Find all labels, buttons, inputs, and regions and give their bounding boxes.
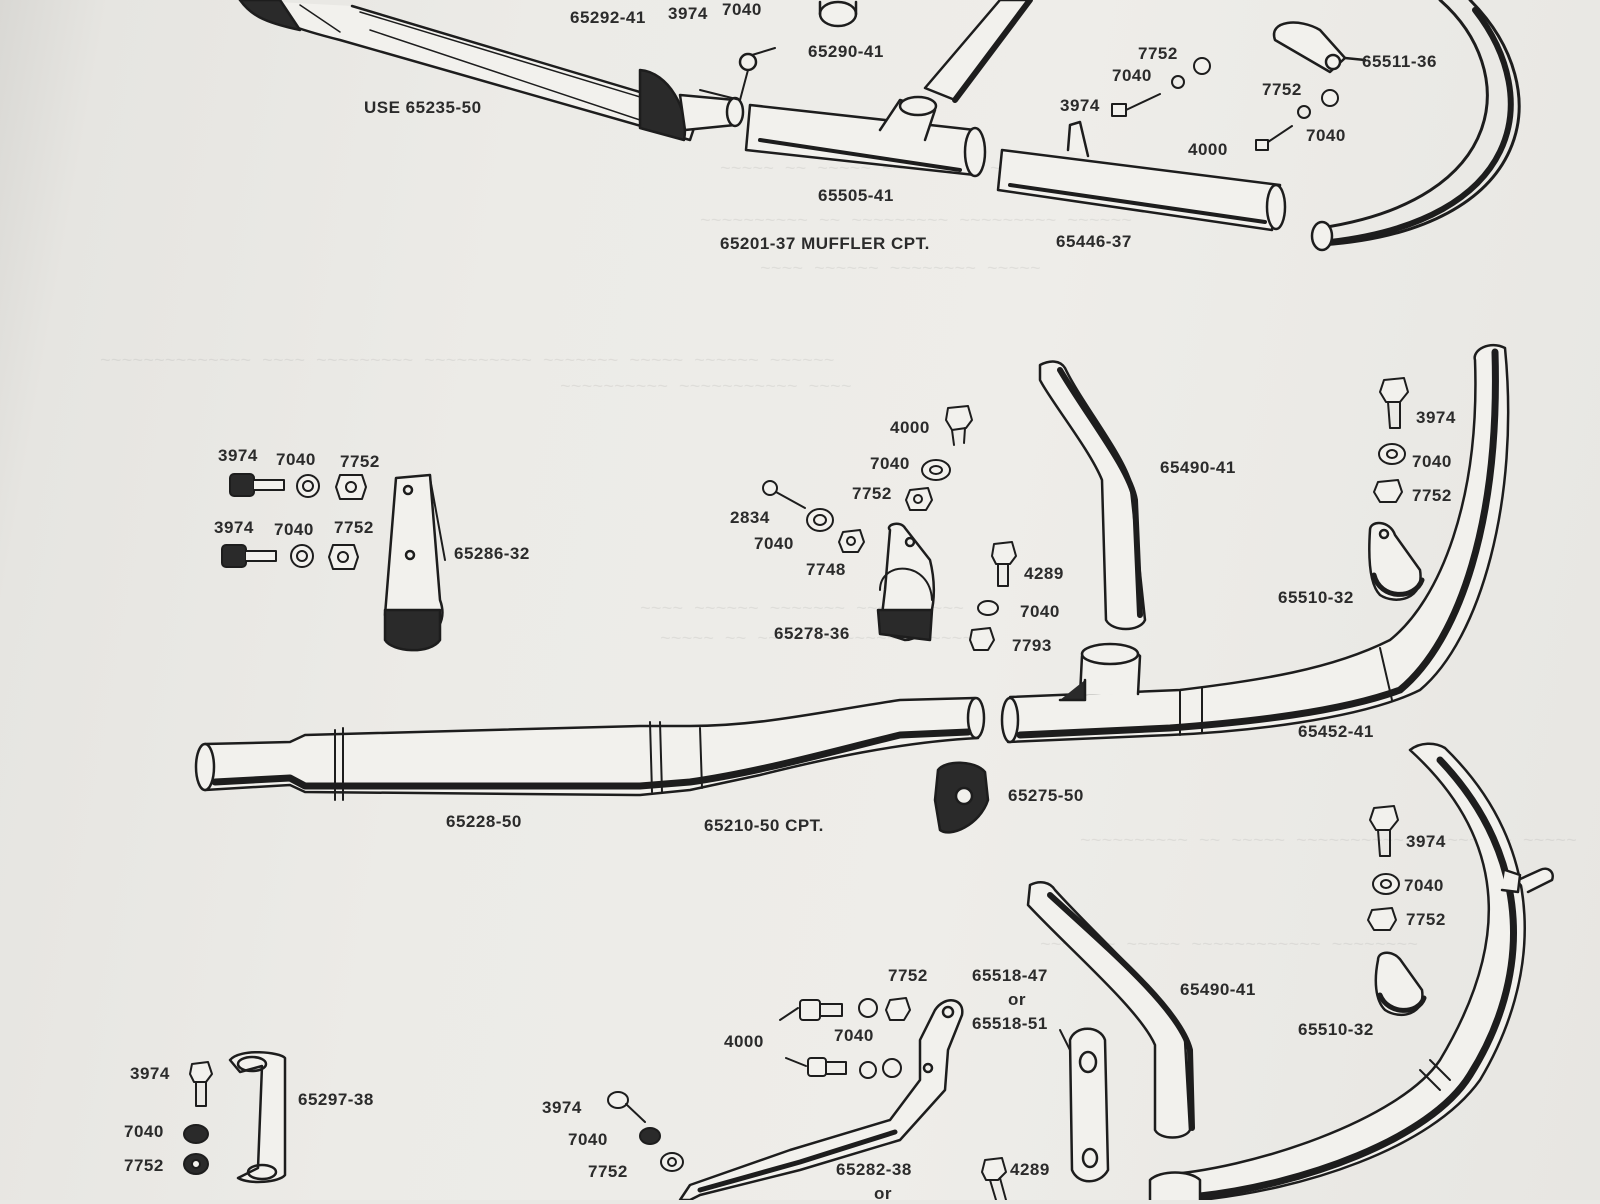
hardware-right-bottom — [1367, 805, 1400, 931]
label-65452-41: 65452-41 — [1298, 722, 1374, 741]
label-7752-d: 7752 — [1412, 486, 1452, 505]
clamp-65278-36 — [876, 522, 936, 642]
label-4289-a: 4289 — [1024, 564, 1064, 583]
label-65278-36: 65278-36 — [774, 624, 850, 643]
label-65282-38: 65282-38 — [836, 1160, 912, 1179]
hardware-left-upper — [229, 473, 367, 500]
label-use-65235-50: USE 65235-50 — [364, 98, 482, 117]
pipe-65505-41 — [744, 95, 987, 178]
label-7040-e: 7040 — [1020, 602, 1060, 621]
bracket-65518 — [1059, 1027, 1110, 1183]
label-65286-32: 65286-32 — [454, 544, 530, 563]
label-7040-c: 7040 — [870, 454, 910, 473]
label-7752-g: 7752 — [1406, 910, 1446, 929]
label-7752-a: 7752 — [1138, 44, 1178, 63]
bracket-65297-38 — [228, 1051, 287, 1184]
label-65505-41: 65505-41 — [818, 186, 894, 205]
label-7752-j: 7752 — [588, 1162, 628, 1181]
muffler-tube-65210-50 — [194, 696, 986, 801]
label-65228-50: 65228-50 — [446, 812, 522, 831]
label-or-a: or — [1008, 990, 1026, 1009]
label-65292-41: 65292-41 — [570, 8, 646, 27]
label-4000-b: 4000 — [890, 418, 930, 437]
clamp-65510-32-lower — [1374, 951, 1427, 1017]
pipe-65446-37 — [996, 120, 1287, 232]
hardware-top — [1111, 57, 1339, 151]
clamp-65511-36 — [1272, 21, 1367, 74]
hardware-bottom-left — [183, 1061, 213, 1175]
label-2834: 2834 — [730, 508, 770, 527]
hardware-bottom-middle — [607, 1091, 684, 1172]
label-7040-d: 7040 — [754, 534, 794, 553]
label-7793: 7793 — [1012, 636, 1052, 655]
bracket-65282-38 — [678, 999, 964, 1200]
label-7040-a: 7040 — [1112, 66, 1152, 85]
hardware-center — [762, 405, 1017, 651]
label-7040-top: 7040 — [722, 0, 762, 19]
label-7752-f: 7752 — [334, 518, 374, 537]
label-3974-top: 3974 — [668, 4, 708, 23]
exhaust-pipe-lower — [1148, 742, 1554, 1200]
label-7040-j: 7040 — [834, 1026, 874, 1045]
label-7752-h: 7752 — [888, 966, 928, 985]
clamp-65275-50 — [933, 761, 990, 834]
muffler-65235-50 — [238, 0, 776, 142]
label-3974-a: 3974 — [1060, 96, 1100, 115]
label-65210-50: 65210-50 CPT. — [704, 816, 824, 835]
label-7040-i: 7040 — [1404, 876, 1444, 895]
label-3974-g: 3974 — [542, 1098, 582, 1117]
clamp-65290-41 — [818, 0, 858, 28]
label-65297-38: 65297-38 — [298, 1090, 374, 1109]
pipe-65490-41-lower — [1026, 881, 1195, 1139]
clamp-65510-32-upper — [1368, 521, 1425, 601]
label-65490-41-a: 65490-41 — [1160, 458, 1236, 477]
label-4000-a: 4000 — [1188, 140, 1228, 159]
label-3974-d: 3974 — [214, 518, 254, 537]
exhaust-pipe-65452-41 — [1000, 343, 1510, 744]
label-7040-h: 7040 — [274, 520, 314, 539]
label-3974-c: 3974 — [218, 446, 258, 465]
label-7752-i: 7752 — [124, 1156, 164, 1175]
pipe-top-center — [923, 0, 1033, 103]
label-65518-51: 65518-51 — [972, 1014, 1048, 1033]
bolt-4289-bottom — [981, 1157, 1007, 1200]
label-65290-41: 65290-41 — [808, 42, 884, 61]
label-7040-b: 7040 — [1306, 126, 1346, 145]
label-4000-c: 4000 — [724, 1032, 764, 1051]
label-65201-37: 65201-37 MUFFLER CPT. — [720, 234, 930, 253]
label-65446-37: 65446-37 — [1056, 232, 1132, 251]
label-7040-l: 7040 — [568, 1130, 608, 1149]
label-7752-e: 7752 — [340, 452, 380, 471]
label-65275-50: 65275-50 — [1008, 786, 1084, 805]
hardware-bottom-center — [779, 997, 911, 1079]
label-3974-f: 3974 — [130, 1064, 170, 1083]
label-7752-c: 7752 — [852, 484, 892, 503]
hardware-left-lower — [221, 544, 359, 570]
bracket-65286-32 — [383, 473, 446, 652]
label-4289-b: 4289 — [1010, 1160, 1050, 1179]
label-3974-b: 3974 — [1416, 408, 1456, 427]
label-3974-e: 3974 — [1406, 832, 1446, 851]
label-65510-32-b: 65510-32 — [1298, 1020, 1374, 1039]
pipe-65490-41-upper — [1038, 360, 1147, 631]
label-65490-41-b: 65490-41 — [1180, 980, 1256, 999]
label-or-b: or — [874, 1184, 892, 1203]
label-65518-47: 65518-47 — [972, 966, 1048, 985]
label-65511-36: 65511-36 — [1362, 52, 1437, 71]
label-7040-g: 7040 — [276, 450, 316, 469]
label-7748: 7748 — [806, 560, 846, 579]
label-7752-b: 7752 — [1262, 80, 1302, 99]
hardware-right-middle — [1373, 377, 1409, 503]
label-65510-32-a: 65510-32 — [1278, 588, 1354, 607]
label-7040-k: 7040 — [124, 1122, 164, 1141]
exhaust-pipe-top-right — [1310, 0, 1521, 252]
label-7040-f: 7040 — [1412, 452, 1452, 471]
